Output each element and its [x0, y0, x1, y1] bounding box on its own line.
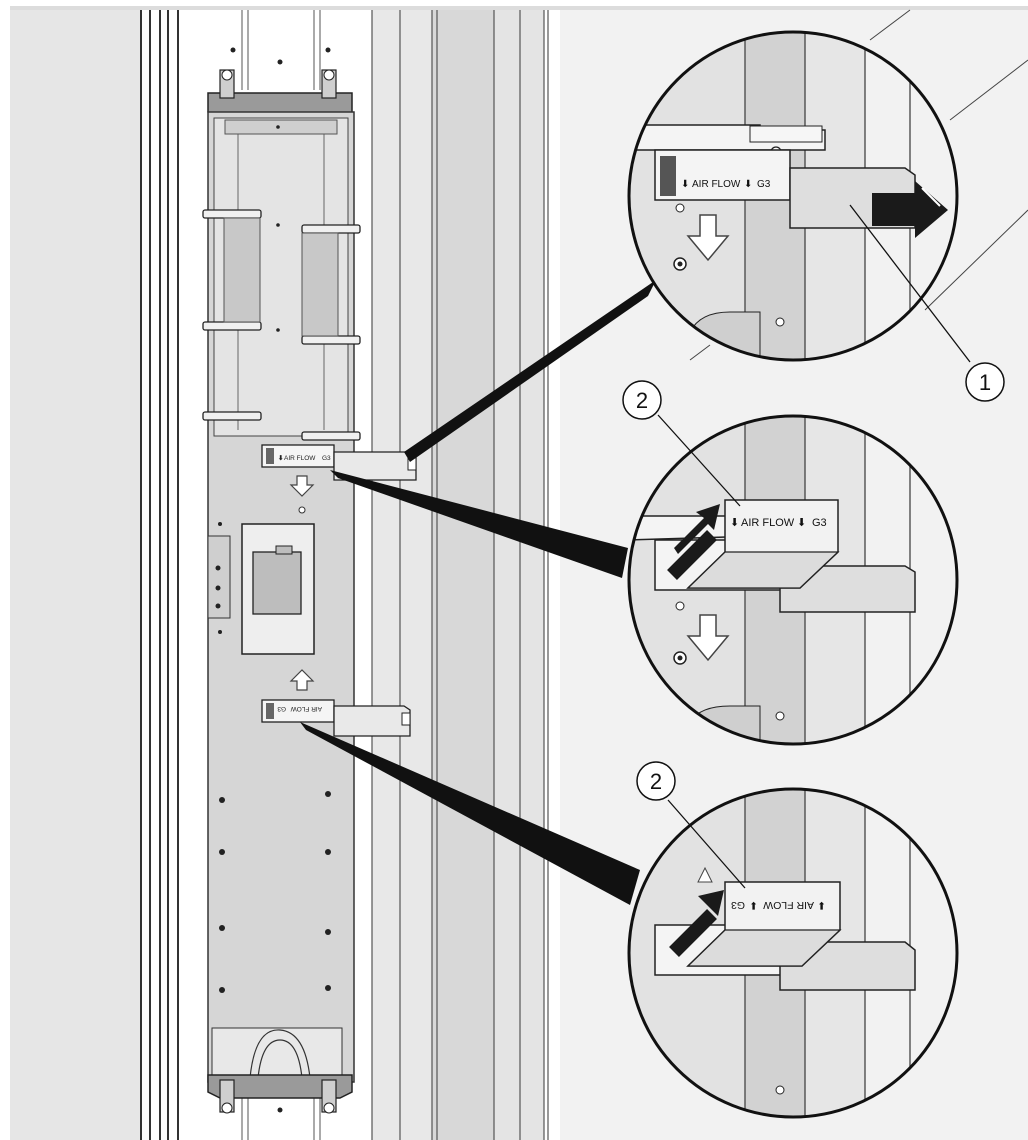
top-mini-label: AIR FLOW: [284, 455, 316, 462]
zoom-connectors: [300, 280, 656, 905]
zoom2-code: G3: [812, 517, 827, 529]
zoom1-airflow-label: AIR FLOW: [692, 179, 741, 190]
svg-text:⬇: ⬇: [797, 517, 806, 529]
svg-text:⬇: ⬇: [817, 899, 826, 911]
zoom2-airflow-label: AIR FLOW: [741, 517, 795, 529]
svg-text:⬇: ⬇: [749, 899, 758, 911]
callout-2-upper: 2: [622, 380, 662, 420]
zoom3-code: G3: [731, 899, 745, 911]
zoom-detail-insert-up: ⬇ AIR FLOW ⬇ G3 2: [627, 761, 959, 1119]
callout-1: 1: [965, 362, 1005, 402]
svg-text:⬇: ⬇: [730, 517, 739, 529]
svg-text:2: 2: [650, 769, 662, 794]
bottom-mini-code: G3: [277, 705, 286, 712]
bottom-mini-label: AIR FLOW: [290, 705, 322, 712]
mounting-panel: ⬇ AIR FLOW G3 AIR FLOW G3: [202, 69, 417, 1114]
svg-text:⬇: ⬇: [681, 179, 689, 190]
svg-text:⬇: ⬇: [744, 179, 752, 190]
svg-text:2: 2: [636, 388, 648, 413]
svg-text:⬇: ⬇: [278, 454, 283, 462]
zoom3-airflow-label: AIR FLOW: [763, 899, 814, 911]
callout-2-lower: 2: [636, 761, 676, 801]
top-mini-code: G3: [322, 455, 331, 462]
zoom1-code: G3: [757, 179, 771, 190]
svg-text:1: 1: [979, 370, 991, 395]
